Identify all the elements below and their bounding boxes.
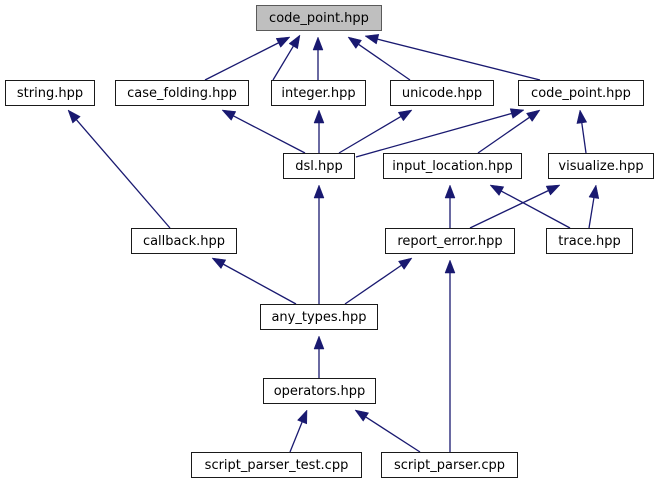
graph-node-case_folding[interactable]: case_folding.hpp <box>115 80 249 106</box>
graph-node-trace[interactable]: trace.hpp <box>546 228 633 254</box>
graph-node-unicode[interactable]: unicode.hpp <box>390 80 494 106</box>
graph-edge-operators-to-any_types <box>313 335 325 378</box>
graph-node-input_location[interactable]: input_location.hpp <box>383 153 522 179</box>
graph-node-label: integer.hpp <box>281 85 356 101</box>
graph-node-label: operators.hpp <box>273 383 366 399</box>
graph-node-script_parser[interactable]: script_parser.cpp <box>381 452 518 478</box>
graph-node-visualize[interactable]: visualize.hpp <box>548 153 654 179</box>
graph-node-label: case_folding.hpp <box>127 85 237 101</box>
graph-node-label: script_parser_test.cpp <box>204 457 349 473</box>
graph-edge-string-to-code_point_root <box>272 34 301 81</box>
graph-node-label: report_error.hpp <box>397 233 503 249</box>
graph-node-label: code_point.hpp <box>531 85 631 101</box>
graph-node-code_point_2[interactable]: code_point.hpp <box>518 80 644 106</box>
graph-node-any_types[interactable]: any_types.hpp <box>260 304 378 330</box>
graph-edge-report_error-to-input_location <box>444 184 456 228</box>
graph-edge-code_point_2-to-code_point_root <box>364 34 541 81</box>
graph-edge-any_types-to-report_error <box>344 257 413 305</box>
graph-edge-script_parser-to-operators <box>354 409 421 453</box>
graph-node-operators[interactable]: operators.hpp <box>263 378 376 404</box>
graph-edge-dsl-to-integer <box>313 109 325 153</box>
graph-edge-dsl-to-case_folding <box>221 109 306 154</box>
graph-edge-input_location-to-code_point_2 <box>477 109 541 154</box>
graph-node-integer[interactable]: integer.hpp <box>271 80 366 106</box>
graph-node-label: trace.hpp <box>558 233 621 249</box>
graph-node-callback[interactable]: callback.hpp <box>131 228 237 254</box>
graph-edge-any_types-to-callback <box>211 257 297 305</box>
graph-node-label: callback.hpp <box>142 233 226 249</box>
graph-node-dsl[interactable]: dsl.hpp <box>283 153 355 179</box>
graph-node-label: input_location.hpp <box>392 158 513 174</box>
graph-node-label: unicode.hpp <box>401 85 483 101</box>
graph-edge-script_parser_test-to-operators <box>289 409 308 453</box>
graph-node-label: visualize.hpp <box>558 158 644 174</box>
graph-edge-integer-to-code_point_root <box>312 36 324 80</box>
graph-edge-trace-to-input_location <box>489 184 571 229</box>
graph-edge-unicode-to-code_point_root <box>347 36 411 81</box>
graph-node-label: string.hpp <box>16 85 84 101</box>
graph-node-label: script_parser.cpp <box>394 457 505 473</box>
graph-node-code_point_root[interactable]: code_point.hpp <box>256 5 382 31</box>
graph-node-label: code_point.hpp <box>269 10 369 26</box>
graph-edge-dsl-to-code_point_2 <box>355 108 525 158</box>
graph-edge-case_folding-to-code_point_root <box>204 36 291 81</box>
graph-node-label: dsl.hpp <box>295 158 343 174</box>
graph-node-label: any_types.hpp <box>271 309 367 325</box>
graph-edge-script_parser-to-report_error <box>444 259 456 452</box>
graph-edge-report_error-to-visualize <box>469 184 561 229</box>
graph-node-script_parser_test[interactable]: script_parser_test.cpp <box>191 452 362 478</box>
graph-edge-dsl-to-unicode <box>338 109 413 154</box>
graph-edge-trace-to-visualize <box>588 184 600 229</box>
graph-edge-callback-to-string <box>67 109 171 229</box>
graph-node-string[interactable]: string.hpp <box>5 80 95 106</box>
graph-edge-visualize-to-code_point_2 <box>576 109 588 154</box>
graph-node-report_error[interactable]: report_error.hpp <box>385 228 515 254</box>
graph-edge-any_types-to-dsl <box>313 184 325 304</box>
